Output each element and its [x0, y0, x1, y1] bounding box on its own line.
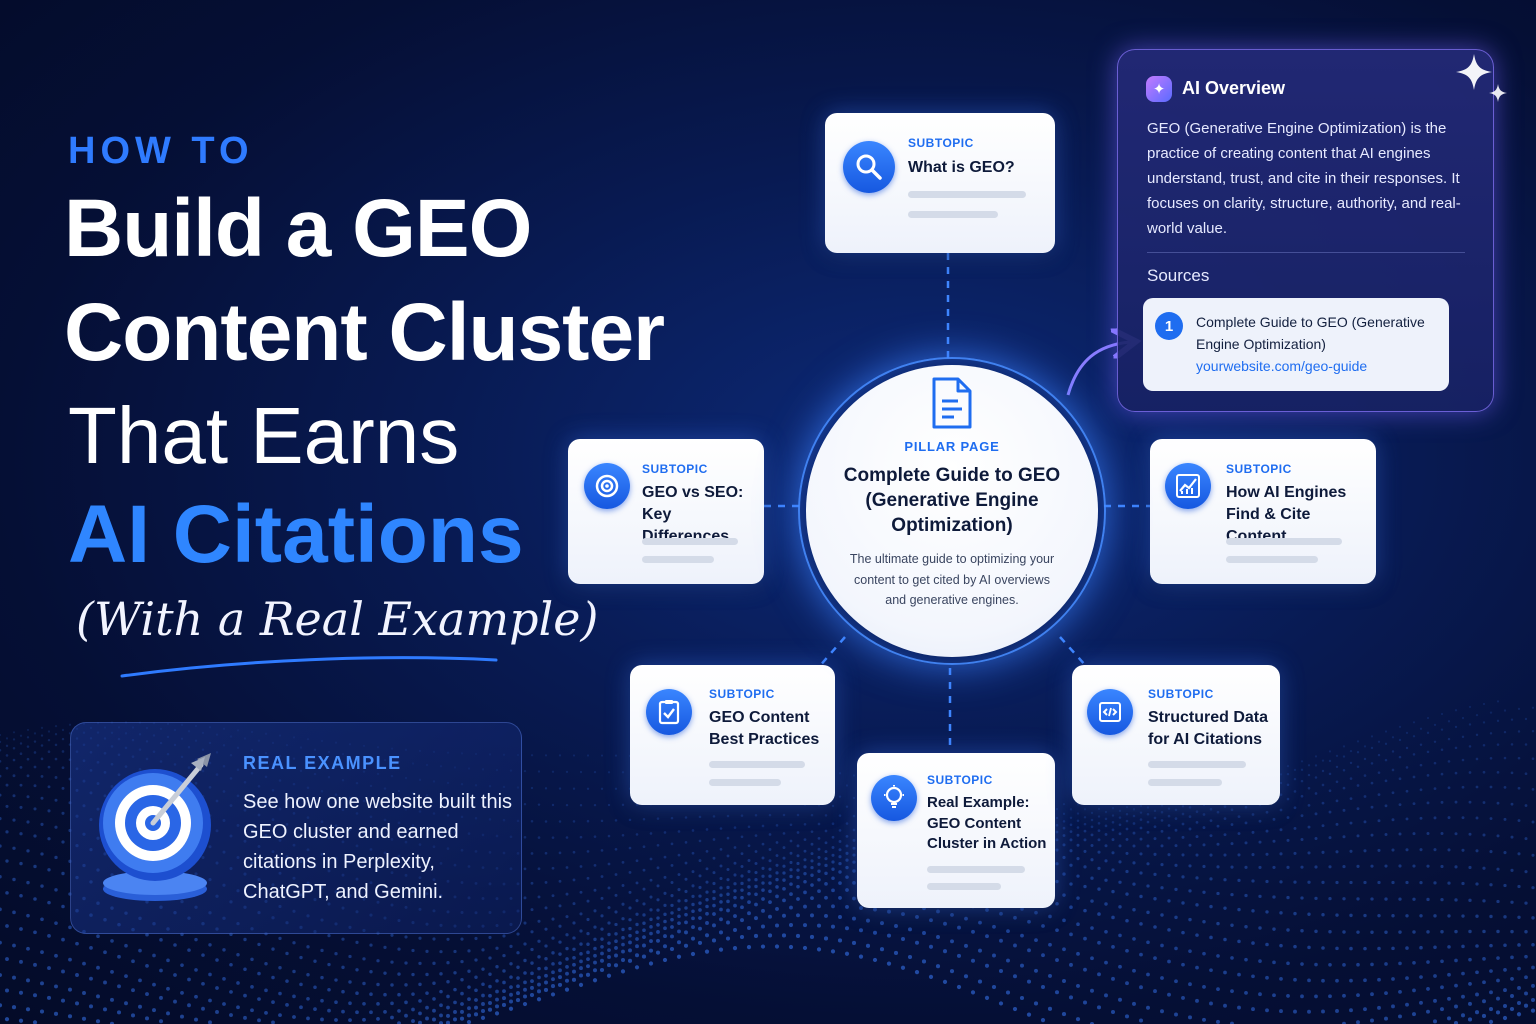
headline-line-3: That Earns — [68, 391, 460, 480]
placeholder-line — [1148, 761, 1246, 768]
placeholder-line — [908, 191, 1026, 198]
ai-overview-title: AI Overview — [1182, 78, 1286, 98]
real-example-card: REAL EXAMPLE See how one website built t… — [70, 722, 522, 934]
pillar-kicker: PILLAR PAGE — [904, 439, 1000, 454]
placeholder-line — [1226, 556, 1318, 563]
placeholder-line — [927, 866, 1025, 873]
subtopic-card-best-practices[interactable]: SUBTOPIC GEO Content Best Practices — [630, 665, 835, 805]
subtopic-card-what-is-geo[interactable]: SUBTOPIC What is GEO? — [825, 113, 1055, 253]
placeholder-line — [642, 556, 714, 563]
subline-underline — [120, 656, 498, 678]
subtopic-card-real-example[interactable]: SUBTOPIC Real Example: GEO Content Clust… — [857, 753, 1055, 908]
subtopic-card-geo-vs-seo[interactable]: SUBTOPIC GEO vs SEO: Key Differences — [568, 439, 764, 584]
pillar-title: Complete Guide to GEO (Generative Engine… — [843, 465, 1061, 536]
source-title: Complete Guide to GEO (Generative Engine… — [1196, 314, 1425, 352]
subtopic-card-how-ai-engines[interactable]: SUBTOPIC How AI Engines Find & Cite Cont… — [1150, 439, 1376, 584]
placeholder-line — [1226, 538, 1342, 545]
connector-bottom-left — [817, 636, 846, 669]
ai-overview-panel: ✦ AI Overview GEO (Generative Engine Opt… — [1117, 49, 1494, 412]
document-icon — [932, 377, 972, 429]
subtopic-title: What is GEO? — [908, 159, 1015, 176]
chart-icon — [1165, 463, 1211, 509]
placeholder-line — [642, 538, 738, 545]
checklist-icon — [646, 689, 692, 735]
subtopic-title: Real Example: GEO Content Cluster in Act… — [927, 794, 1047, 852]
target-dart-icon — [99, 753, 211, 901]
ai-overview-body: GEO (Generative Engine Optimization) is … — [1147, 120, 1461, 237]
subtopic-kicker: SUBTOPIC — [709, 687, 775, 701]
subtopic-kicker: SUBTOPIC — [908, 136, 974, 150]
connector-bottom-right — [1059, 636, 1087, 667]
sparkle-icon — [1456, 54, 1507, 102]
headline-line-2: Content Cluster — [64, 287, 665, 378]
divider — [1147, 252, 1465, 253]
search-icon — [843, 141, 895, 193]
headline-subline: (With a Real Example) — [76, 592, 599, 646]
source-card[interactable]: 1 Complete Guide to GEO (Generative Engi… — [1143, 298, 1449, 391]
headline-kicker: HOW TO — [68, 130, 254, 172]
subtopic-kicker: SUBTOPIC — [1226, 462, 1292, 476]
pillar-description: The ultimate guide to optimizing your co… — [849, 552, 1055, 607]
placeholder-line — [709, 779, 781, 786]
subtopic-kicker: SUBTOPIC — [1148, 687, 1214, 701]
headline-line-4: AI Citations — [68, 489, 524, 580]
headline-line-1: Build a GEO — [64, 183, 532, 274]
subtopic-kicker: SUBTOPIC — [642, 462, 708, 476]
subtopic-title: GEO Content Best Practices — [709, 709, 820, 748]
pillar-page-circle[interactable]: PILLAR PAGE Complete Guide to GEO (Gener… — [806, 365, 1098, 657]
sources-label: Sources — [1147, 266, 1210, 285]
source-url-link[interactable]: yourwebsite.com/geo-guide — [1196, 358, 1368, 374]
pillar-glow-ring — [798, 357, 1106, 665]
source-number-badge: 1 — [1155, 312, 1183, 340]
subtopic-title: Structured Data for AI Citations — [1148, 709, 1269, 748]
code-icon — [1087, 689, 1133, 735]
placeholder-line — [927, 883, 1001, 890]
real-example-label: REAL EXAMPLE — [243, 753, 402, 773]
placeholder-line — [709, 761, 805, 768]
sparkle-badge-icon: ✦ — [1146, 76, 1172, 102]
placeholder-line — [1148, 779, 1222, 786]
lightbulb-icon — [871, 775, 917, 821]
placeholder-line — [908, 211, 998, 218]
target-icon — [584, 463, 630, 509]
subtopic-card-structured-data[interactable]: SUBTOPIC Structured Data for AI Citation… — [1072, 665, 1280, 805]
real-example-text: See how one website built this GEO clust… — [243, 791, 513, 903]
subtopic-kicker: SUBTOPIC — [927, 773, 993, 787]
